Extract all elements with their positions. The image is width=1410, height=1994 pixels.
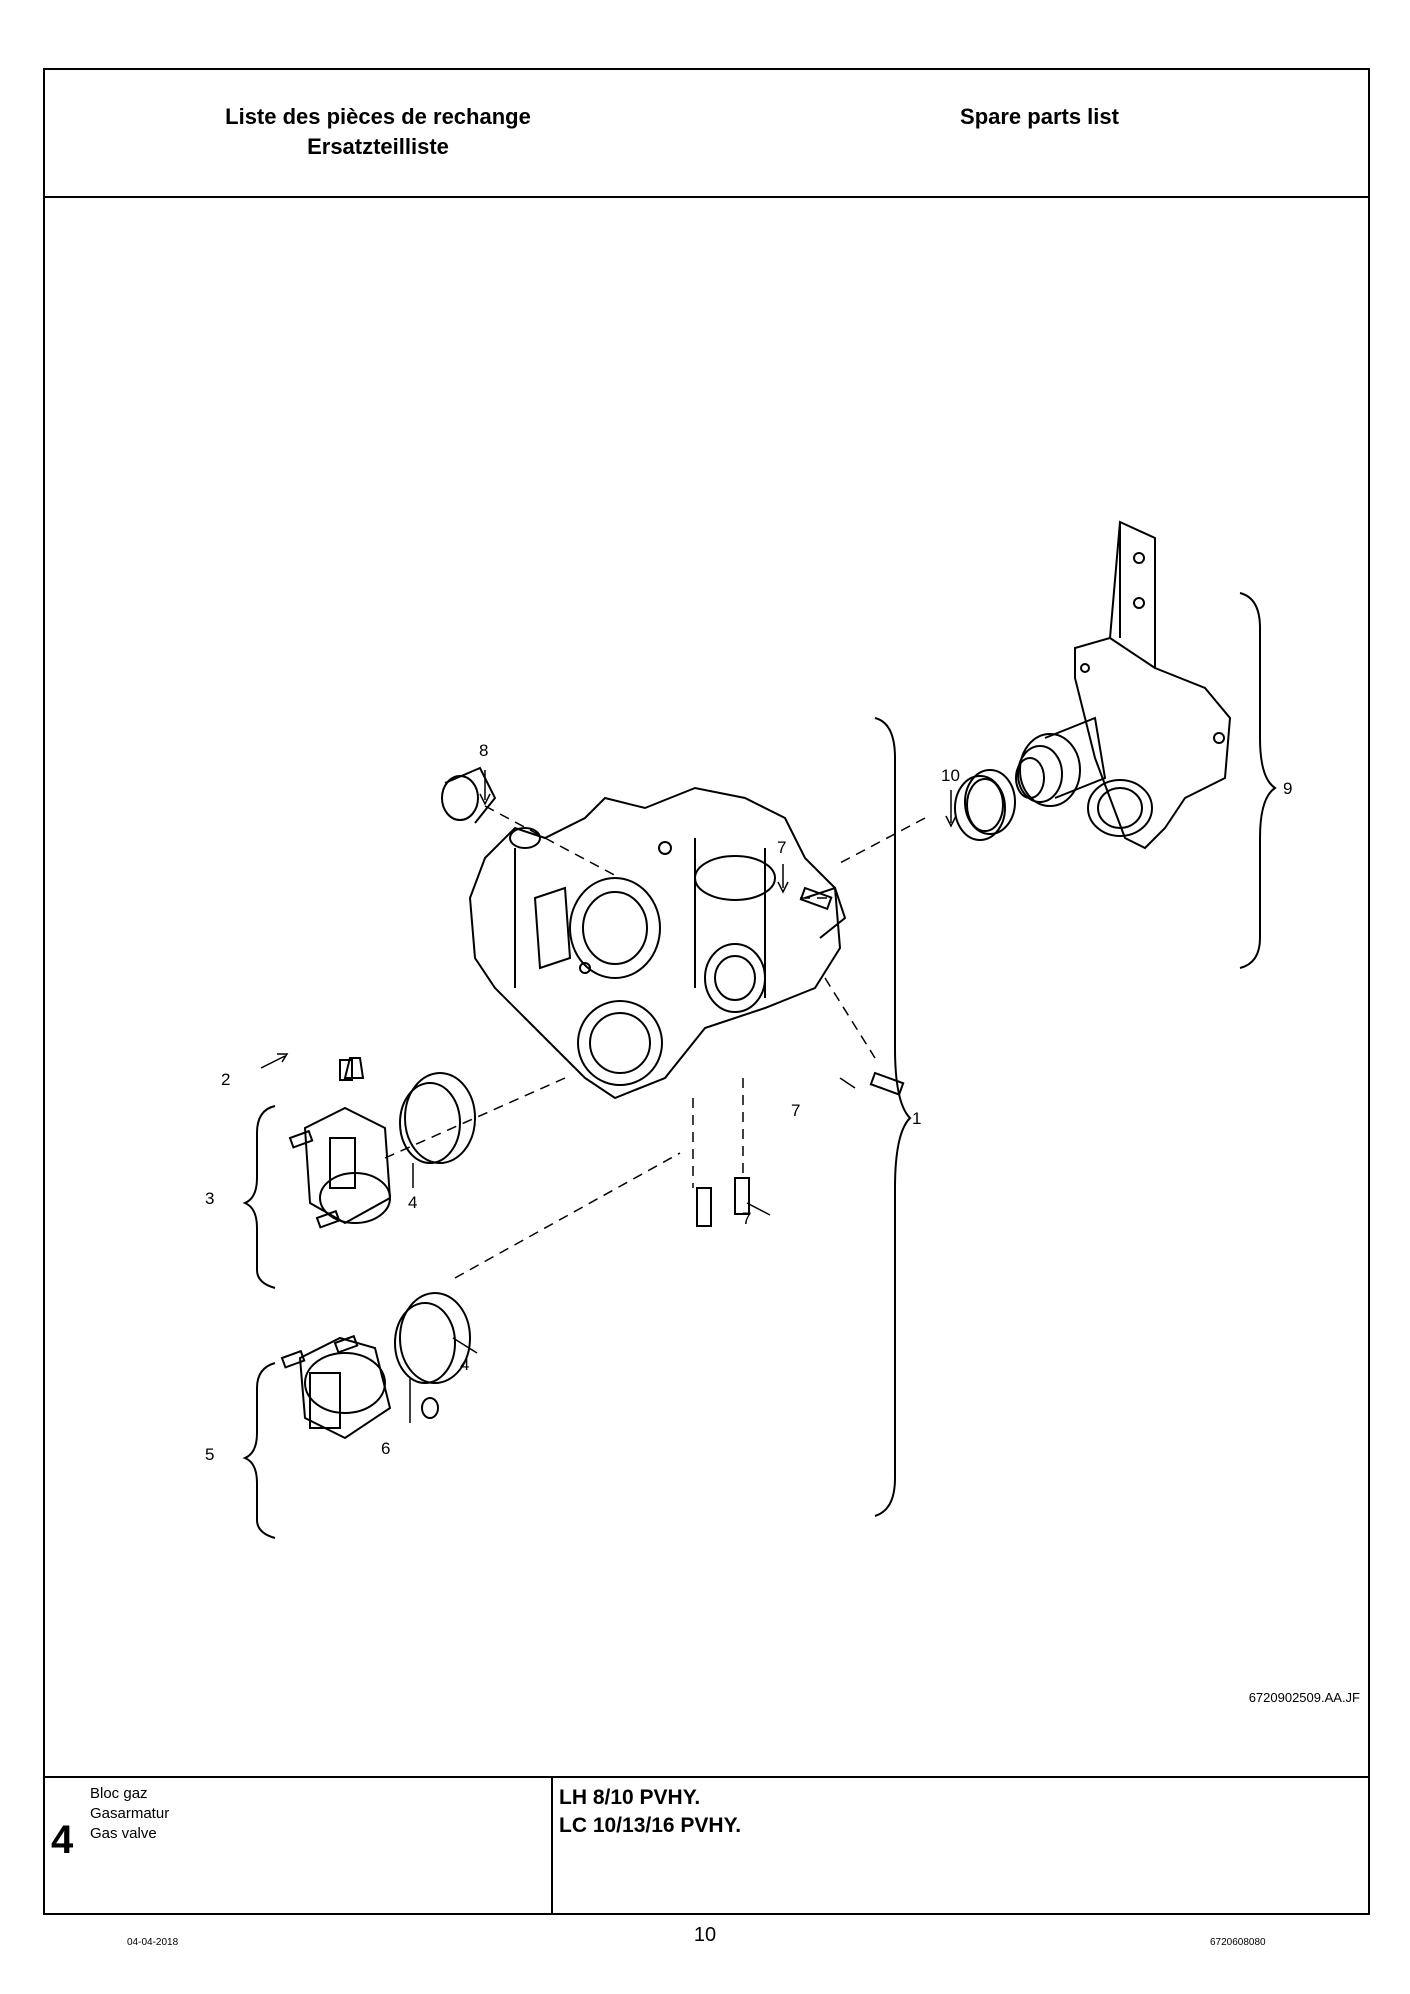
leader-arrows [260,770,957,1423]
valve-body-part [468,786,847,1100]
exploded-diagram: 8 7 10 9 2 3 4 7 1 7 5 4 6 [45,198,1368,1776]
header-title-de: Ersatzteilliste [307,134,449,159]
header-title-en: Spare parts list [960,104,1119,129]
page-frame: Liste des pièces de rechange Ersatzteill… [43,68,1370,1915]
description-de: Gasarmatur [90,1805,170,1822]
solenoid-part-5 [298,1336,392,1440]
model-list: LH 8/10 PVHY. LC 10/13/16 PVHY. [559,1784,741,1840]
bracket-pipe-part [1015,520,1232,850]
plug-part [441,766,541,849]
callout-9: 9 [1283,779,1292,798]
callout-3: 3 [205,1189,214,1208]
solenoid-part-3 [303,1057,392,1225]
model-lh: LH 8/10 PVHY. [559,1786,701,1809]
callout-numbers: 8 7 10 9 2 3 4 7 1 7 5 4 6 [205,741,1292,1464]
drawing-reference: 6720902509.AA.JF [1248,1690,1360,1705]
part-description: Bloc gaz Gasarmatur Gas valve [90,1784,169,1844]
o-rings-part [394,1072,476,1419]
callout-10: 10 [941,766,960,785]
print-date: 04-04-2018 [127,1937,179,1948]
footer: 4 Bloc gaz Gasarmatur Gas valve LH 8/10 … [45,1776,1368,1915]
gas-valve-exploded-view: 8 7 10 9 2 3 4 7 1 7 5 4 6 [205,520,1292,1539]
assembly-lines [384,805,926,1279]
group-braces [242,592,1277,1539]
callout-7-bottom: 7 [742,1209,751,1228]
callout-6: 6 [381,1439,390,1458]
description-en: Gas valve [90,1825,157,1842]
header: Liste des pièces de rechange Ersatzteill… [45,70,1368,198]
description-fr: Bloc gaz [90,1785,148,1802]
callout-5: 5 [205,1445,214,1464]
document-number: 6720608080 [1210,1937,1266,1948]
callout-7-top: 7 [777,838,786,857]
callout-1: 1 [912,1109,921,1128]
screws-part [280,886,905,1369]
callout-4-upper: 4 [408,1193,417,1212]
page-number: 10 [693,1924,717,1946]
header-title-fr: Liste des pièces de rechange [225,104,531,129]
callout-2: 2 [221,1070,230,1089]
header-title-fr-de: Liste des pièces de rechange Ersatzteill… [45,102,711,162]
callout-4-lower: 4 [460,1355,469,1374]
model-lc: LC 10/13/16 PVHY. [559,1814,742,1837]
section-number: 4 [51,1818,74,1862]
footer-divider [551,1778,553,1915]
callout-8: 8 [479,741,488,760]
callout-7-right: 7 [791,1101,800,1120]
seal-rings-part [954,769,1016,841]
